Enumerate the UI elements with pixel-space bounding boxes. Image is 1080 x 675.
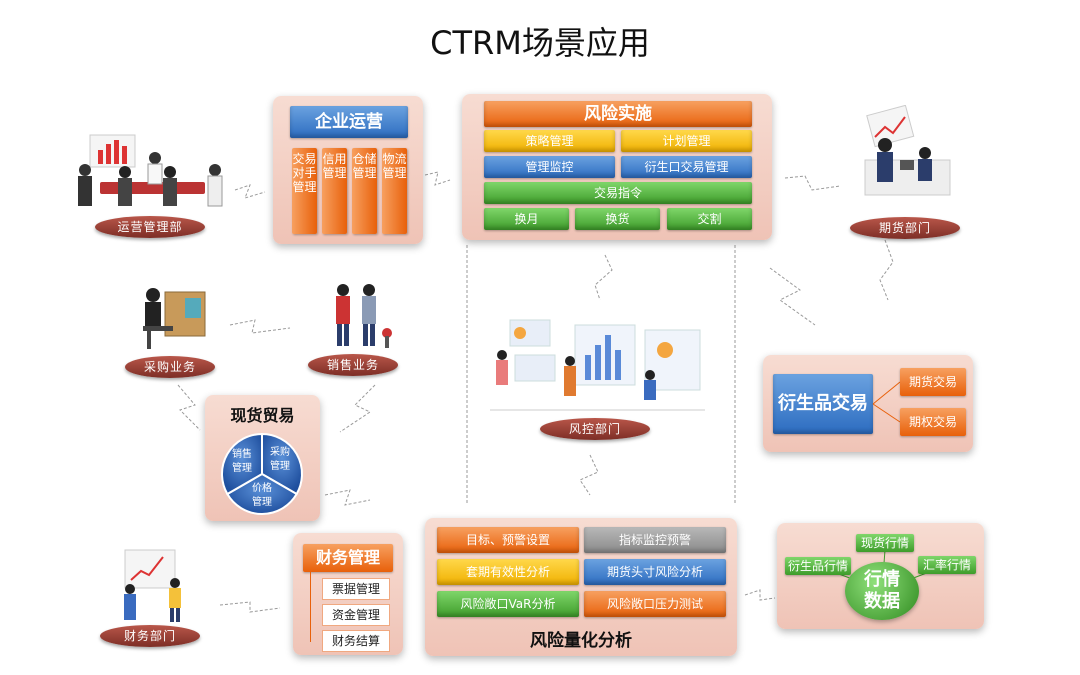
fund-mgmt: 资金管理 xyxy=(322,604,390,626)
spot-quote: 现货行情 xyxy=(856,534,914,552)
sales-label: 销售业务 xyxy=(308,354,398,376)
finance-settlement: 财务结算 xyxy=(322,630,390,652)
roll-month: 换月 xyxy=(484,208,569,230)
risk-dashboard-illustration xyxy=(490,315,705,415)
ops-col-credit: 信用管理 xyxy=(322,148,347,234)
derivative-trade-mgmt: 衍生口交易管理 xyxy=(621,156,752,178)
spot-seg-sales: 销售管理 xyxy=(232,449,252,474)
strategy-mgmt: 策略管理 xyxy=(484,130,615,152)
page-title: CTRM场景应用 xyxy=(430,24,650,62)
market-data-center-label: 行情数据 xyxy=(864,569,900,612)
bill-mgmt: 票据管理 xyxy=(322,578,390,600)
futures-dept-label: 期货部门 xyxy=(850,217,960,239)
spot-trade-title: 现货贸易 xyxy=(230,406,295,425)
sales-illustration xyxy=(325,278,395,353)
ops-dept-label: 运营管理部 xyxy=(95,216,205,238)
var-analysis: 风险敞口VaR分析 xyxy=(437,591,579,617)
risk-dept-label: 风控部门 xyxy=(540,418,650,440)
hedge-effectiveness: 套期有效性分析 xyxy=(437,559,579,585)
ops-meeting-illustration xyxy=(70,130,230,220)
indicator-monitor: 指标监控预警 xyxy=(584,527,726,553)
swap-goods: 换货 xyxy=(575,208,660,230)
risk-quant-title: 风险量化分析 xyxy=(530,631,632,651)
spot-seg-purchase: 采购管理 xyxy=(270,447,290,472)
enterprise-ops-header: 企业运营 xyxy=(290,106,408,138)
finance-dept-label: 财务部门 xyxy=(100,625,200,647)
finance-tree-line xyxy=(310,572,311,642)
trade-instruction: 交易指令 xyxy=(484,182,752,204)
market-data-center xyxy=(845,562,919,620)
spot-seg-price: 价格管理 xyxy=(252,483,272,508)
plan-mgmt: 计划管理 xyxy=(621,130,752,152)
purchase-label: 采购业务 xyxy=(125,356,215,378)
fx-quote: 汇率行情 xyxy=(918,556,976,574)
ops-col-counterparty: 交易对手管理 xyxy=(292,148,317,234)
derivative-quote: 衍生品行情 xyxy=(785,557,851,575)
target-warning: 目标、预警设置 xyxy=(437,527,579,553)
finance-mgmt-header: 财务管理 xyxy=(303,544,393,572)
futures-office-illustration xyxy=(855,105,955,215)
delivery: 交割 xyxy=(667,208,752,230)
futures-position-risk: 期货头寸风险分析 xyxy=(584,559,726,585)
derivatives-main: 衍生品交易 xyxy=(773,374,873,434)
purchase-illustration xyxy=(135,280,215,355)
futures-trade: 期货交易 xyxy=(900,368,966,396)
ops-col-logistics: 物流管理 xyxy=(382,148,407,234)
stress-test: 风险敞口压力测试 xyxy=(584,591,726,617)
finance-illustration xyxy=(115,545,195,625)
mgmt-monitor: 管理监控 xyxy=(484,156,615,178)
options-trade: 期权交易 xyxy=(900,408,966,436)
risk-impl-header: 风险实施 xyxy=(484,101,752,127)
ops-col-warehouse: 仓储管理 xyxy=(352,148,377,234)
